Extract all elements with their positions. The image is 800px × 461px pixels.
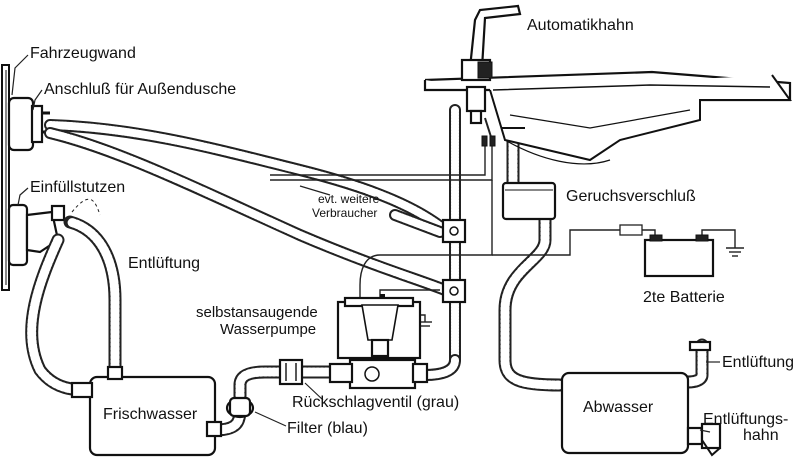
tee-fittings [441, 218, 467, 304]
label-entlueftungshahn-line1: Entlüftungs- [703, 411, 788, 428]
sink [423, 70, 792, 165]
battery [643, 234, 715, 278]
check-valve [278, 358, 304, 386]
vehicle-wall [1, 64, 10, 291]
label-frischwasser: Frischwasser [103, 406, 198, 423]
waste-water-tank [560, 340, 722, 457]
fresh-water-tank [70, 365, 223, 457]
label-weitere-line2: Verbraucher [312, 206, 377, 220]
label-filter: Filter (blau) [287, 420, 368, 437]
label-geruchsverschluss: Geruchsverschluß [566, 188, 696, 205]
label-automatikhahn: Automatikhahn [527, 17, 634, 34]
label-pumpe-line1: selbstansaugende [196, 304, 318, 321]
water-pump [328, 294, 429, 390]
label-einfuellstutzen: Einfüllstutzen [30, 179, 125, 196]
diagram-labels: Fahrzeugwand Anschluß für Außendusche Ei… [30, 17, 794, 444]
braided-hoses [44, 104, 461, 381]
label-entlueftungshahn-line2: hahn [743, 427, 779, 444]
label-rueckschlagventil: Rückschlagventil (grau) [292, 394, 459, 411]
label-fahrzeugwand: Fahrzeugwand [30, 45, 136, 62]
automatic-tap [460, 4, 522, 147]
leader-lines [11, 54, 720, 433]
odour-trap [501, 181, 557, 221]
label-abwasser: Abwasser [583, 399, 654, 416]
label-batterie: 2te Batterie [643, 289, 725, 306]
label-aussendusche: Anschluß für Außendusche [44, 81, 236, 98]
label-pumpe-line2: Wasserpumpe [220, 321, 316, 338]
outside-shower-connector [7, 96, 50, 152]
label-weitere-line1: evt. weitere [318, 192, 380, 206]
label-entlueftung-right: Entlüftung [722, 354, 794, 371]
label-entlueftung-left: Entlüftung [128, 255, 200, 272]
filter [225, 396, 255, 419]
